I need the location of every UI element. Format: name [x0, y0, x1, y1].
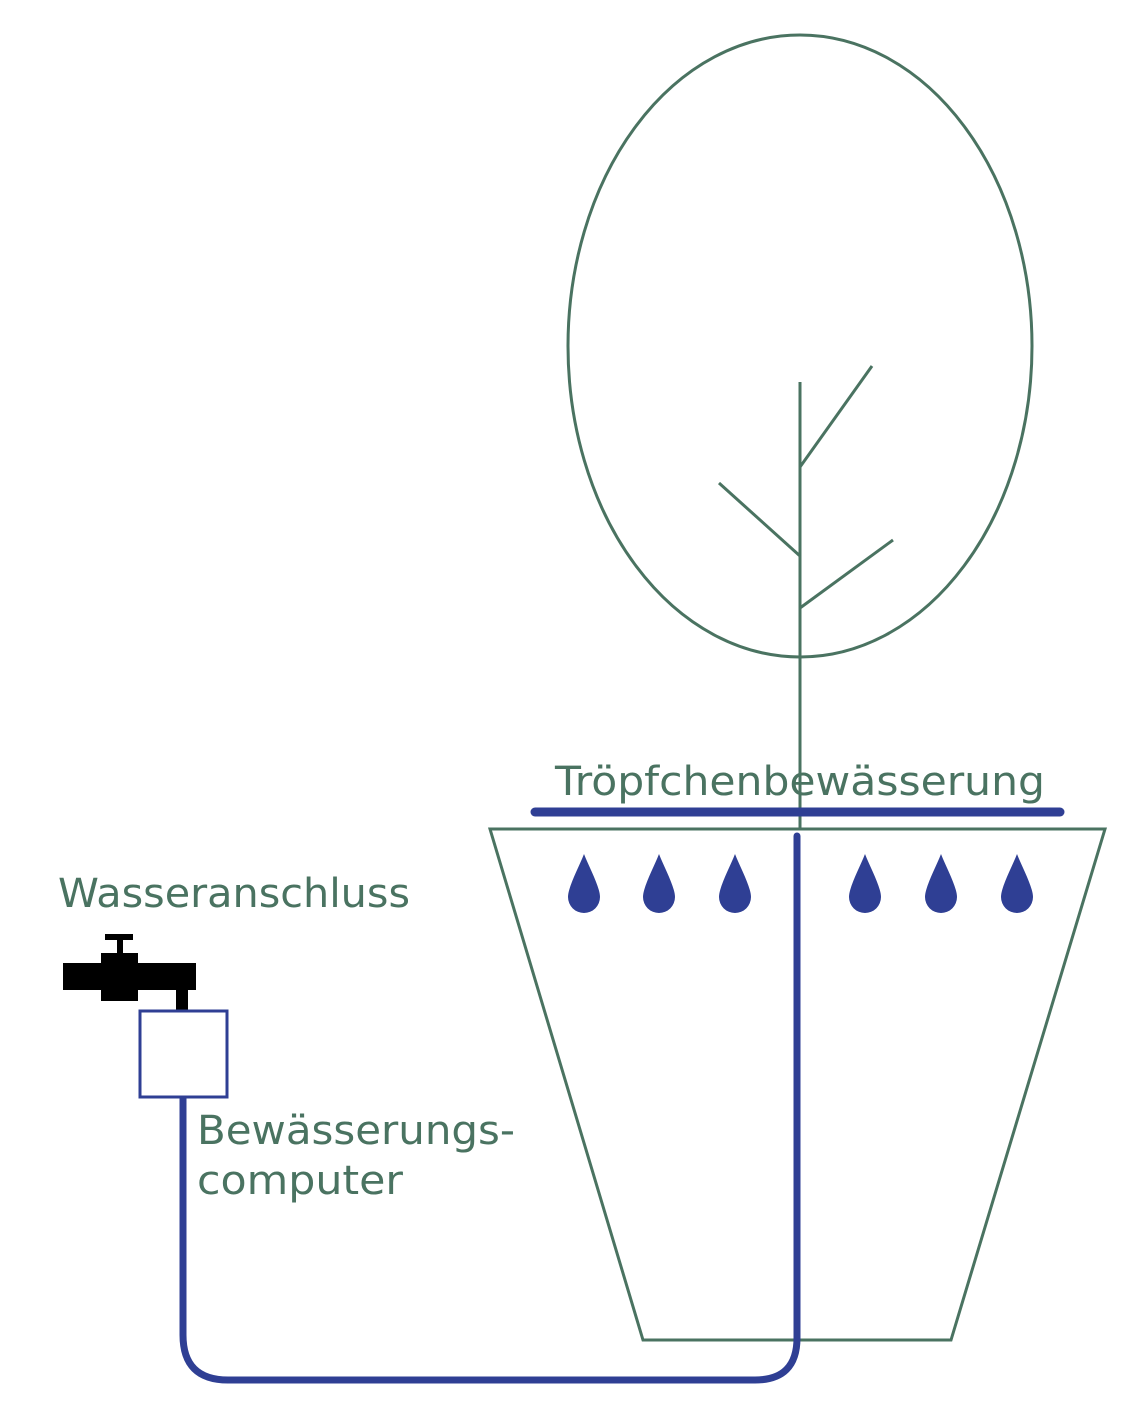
irrigation-computer-box [138, 1009, 229, 1099]
water-drop-icon [568, 854, 600, 913]
label-irrigation-computer-line2: computer [197, 1158, 404, 1204]
label-drip-irrigation: Tröpfchenbewässerung [554, 759, 1045, 805]
water-drop-icon [643, 854, 675, 913]
water-drop-icon [849, 854, 881, 913]
water-drop-icon [1001, 854, 1033, 913]
label-water-connection: Wasseranschluss [58, 871, 410, 917]
plant-pot [487, 827, 1108, 1342]
water-drops [568, 854, 1033, 913]
faucet-icon [63, 934, 196, 1011]
tree-branch [799, 538, 894, 610]
label-irrigation-computer-line1: Bewässerungs- [197, 1108, 515, 1154]
tree-trunk [717, 365, 894, 829]
tree-branch [717, 481, 802, 558]
water-hose [179, 832, 801, 1384]
water-drop-icon [719, 854, 751, 913]
water-drop-icon [925, 854, 957, 913]
tree-branch [798, 365, 874, 468]
